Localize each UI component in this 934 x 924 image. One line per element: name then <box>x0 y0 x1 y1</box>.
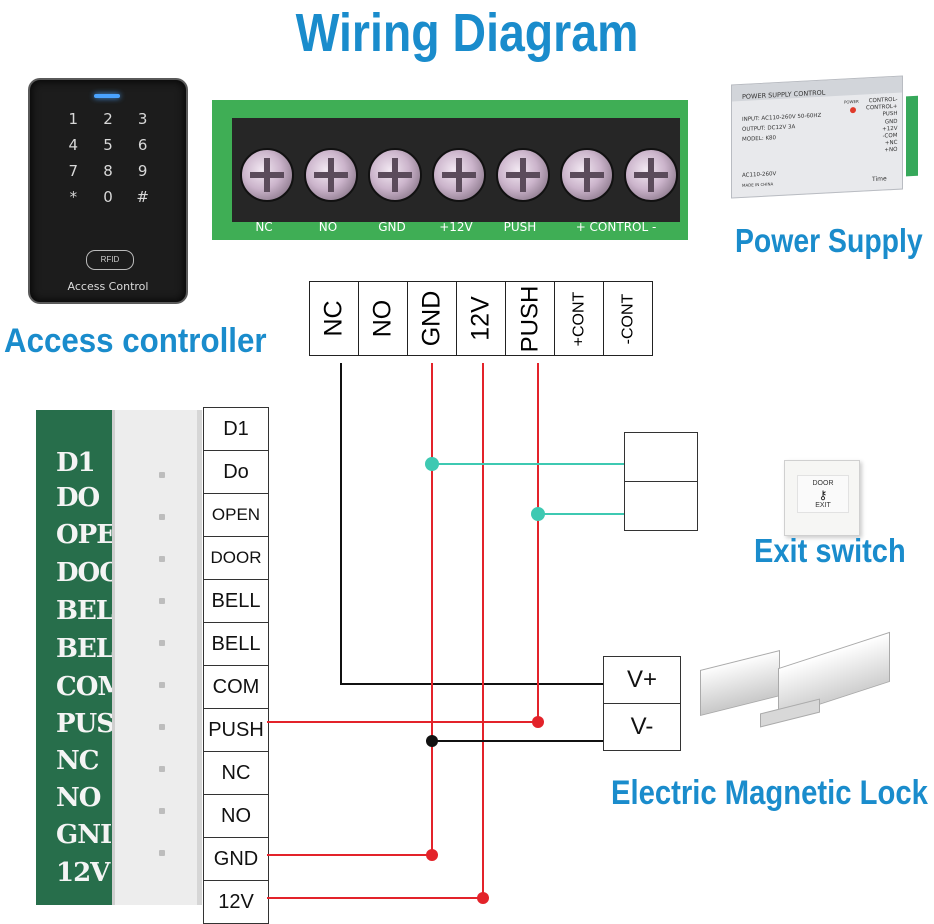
psu-cell-cont-plus: +CONT <box>555 282 604 355</box>
psu-cell-push: PUSH <box>506 282 555 355</box>
junction-dot <box>426 735 438 747</box>
board-label: 12V <box>56 858 110 888</box>
junction-dot <box>477 892 489 904</box>
controller-cell: BELL <box>204 623 268 666</box>
screw-icon <box>624 148 678 202</box>
junction-dot <box>425 457 439 471</box>
terminal-block-photo: NC NO GND +12V PUSH + CONTROL - <box>212 100 688 240</box>
controller-cell: D1 <box>204 408 268 451</box>
key-5: 5 <box>103 136 113 154</box>
caption-lock: Electric Magnetic Lock <box>611 774 928 812</box>
exit-switch-exit-label: EXIT <box>815 502 831 509</box>
exit-switch-door-label: DOOR <box>812 480 834 487</box>
key-9: 9 <box>137 162 148 180</box>
exit-switch-plate: DOOR ⚷ EXIT <box>797 475 849 513</box>
terminal-block-body <box>232 118 680 222</box>
key-3: 3 <box>137 110 148 128</box>
psu-cell-gnd: GND <box>408 282 457 355</box>
controller-cell: Do <box>204 451 268 494</box>
board-label: GNI <box>56 820 112 850</box>
terminal-label: NO <box>318 220 338 234</box>
key-8: 8 <box>103 162 113 180</box>
board-label: PUS <box>56 709 115 739</box>
connector-housing <box>112 410 202 905</box>
terminal-label: + CONTROL - <box>575 220 657 234</box>
key-1: 1 <box>68 110 79 128</box>
board-label: NO <box>56 783 101 813</box>
keypad-grid: 1 2 3 4 5 6 7 8 9 * 0 # <box>56 110 160 206</box>
psu-cell-no: NO <box>359 282 408 355</box>
board-label: D1 <box>56 448 96 478</box>
psu-terminal-table: NC NO GND 12V PUSH +CONT -CONT <box>309 281 653 356</box>
board-label: DOO <box>56 558 122 588</box>
controller-cell: GND <box>204 838 268 881</box>
caption-power-supply: Power Supply <box>735 222 923 259</box>
controller-terminal-table: D1 Do OPEN DOOR BELL BELL COM PUSH NC NO… <box>203 407 269 924</box>
lock-terminal-table: V+ V- <box>603 656 681 751</box>
controller-cell: NC <box>204 752 268 795</box>
controller-cell: 12V <box>218 890 254 913</box>
key-star: * <box>69 188 78 206</box>
key-4: 4 <box>68 136 79 154</box>
controller-cell: DOOR <box>204 537 268 580</box>
psu-cell-12v: 12V <box>457 282 506 355</box>
terminal-labels: NC NO GND +12V PUSH + CONTROL - <box>232 220 680 238</box>
screw-icon <box>496 148 550 202</box>
junction-dot <box>532 716 544 728</box>
rfid-label: RFID <box>86 250 134 270</box>
controller-cell: PUSH <box>204 709 268 752</box>
caption-access-controller: Access controller <box>4 322 267 360</box>
key-2: 2 <box>103 110 113 128</box>
lock-cell-vminus: V- <box>630 713 654 740</box>
key-hash: # <box>136 188 149 206</box>
exit-terminal-1 <box>625 433 697 482</box>
key-0: 0 <box>103 188 113 206</box>
terminal-label: +12V <box>439 220 473 234</box>
board-label: BEL <box>56 596 114 626</box>
junction-dot <box>426 849 438 861</box>
lock-cell-vplus: V+ <box>604 657 680 704</box>
board-label: NC <box>56 746 99 776</box>
wire-nc-to-vplus <box>340 363 603 685</box>
board-label: DO <box>56 483 100 513</box>
controller-cell: COM <box>204 666 268 709</box>
page-title: Wiring Diagram <box>295 3 639 63</box>
status-led <box>94 94 120 98</box>
controller-cell: NO <box>204 795 268 838</box>
controller-cell: OPEN <box>204 494 268 537</box>
keypad-brand-label: Access Control <box>67 280 149 293</box>
screw-icon <box>432 148 486 202</box>
screw-icon <box>560 148 614 202</box>
controller-cell: BELL <box>204 580 268 623</box>
exit-switch-terminals <box>624 432 698 531</box>
terminal-label: GND <box>378 220 406 234</box>
psu-cell-nc: NC <box>310 282 359 355</box>
access-controller-keypad: 1 2 3 4 5 6 7 8 9 * 0 # RFID Access Cont… <box>28 78 188 304</box>
terminal-label: NC <box>255 220 273 234</box>
screw-icon <box>240 148 294 202</box>
key-icon: ⚷ <box>818 488 828 502</box>
junction-dot <box>531 507 545 521</box>
caption-exit-switch: Exit switch <box>754 532 906 569</box>
exit-switch-photo: DOOR ⚷ EXIT <box>784 460 860 536</box>
board-label: OPE <box>56 520 116 550</box>
board-label: BEL <box>56 634 114 664</box>
terminal-label: PUSH <box>503 220 537 234</box>
controller-board-photo: D1 DO OPE DOO BEL BEL COM PUS NC NO GNI … <box>36 410 126 905</box>
key-6: 6 <box>137 136 148 154</box>
key-7: 7 <box>68 162 79 180</box>
screw-icon <box>368 148 422 202</box>
screw-icon <box>304 148 358 202</box>
